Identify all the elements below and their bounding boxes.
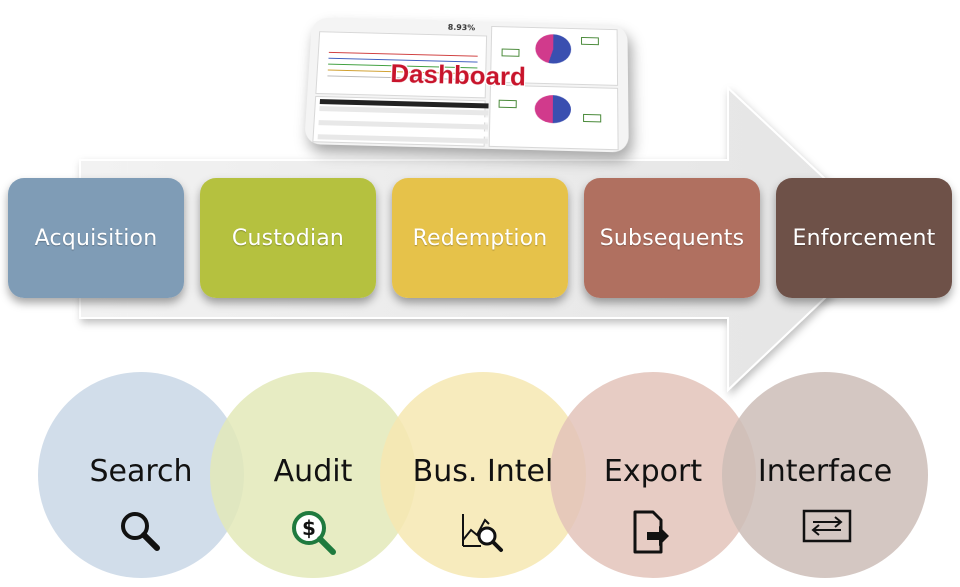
feature-circle-interface[interactable] bbox=[722, 372, 928, 578]
dashboard-table-pane bbox=[312, 95, 489, 147]
feature-label: Audit bbox=[273, 454, 353, 489]
feature-circle-export[interactable] bbox=[550, 372, 756, 578]
feature-label: Search bbox=[89, 454, 193, 489]
stage-label: Subsequents bbox=[599, 225, 745, 251]
svg-text:$: $ bbox=[302, 516, 316, 540]
feature-label: Interface bbox=[757, 454, 893, 489]
dashboard-percent: 8.93% bbox=[447, 22, 476, 33]
dollar-magnifier-icon: $ bbox=[289, 508, 339, 562]
dashboard-thumbnail: 8.93% Dashboard bbox=[304, 17, 629, 153]
interface-arrows-icon bbox=[801, 508, 853, 548]
feature-label: Bus. Intel bbox=[412, 454, 554, 489]
stage-label: Acquisition bbox=[34, 225, 158, 251]
chart-magnifier-icon bbox=[459, 508, 505, 558]
stage-subsequents[interactable]: Subsequents bbox=[584, 178, 760, 298]
feature-label: Export bbox=[603, 454, 703, 489]
document-export-icon bbox=[629, 508, 671, 560]
stage-enforcement[interactable]: Enforcement bbox=[776, 178, 952, 298]
dashboard-title: Dashboard bbox=[389, 58, 527, 92]
stage-acquisition[interactable]: Acquisition bbox=[8, 178, 184, 298]
stage-label: Redemption bbox=[412, 225, 548, 251]
dashboard-pie-pane-bottom bbox=[488, 84, 619, 151]
feature-circle-search[interactable] bbox=[38, 372, 244, 578]
magnifier-icon bbox=[117, 508, 163, 558]
stage-label: Custodian bbox=[231, 225, 345, 251]
stage-redemption[interactable]: Redemption bbox=[392, 178, 568, 298]
stage-label: Enforcement bbox=[792, 225, 936, 251]
stage-custodian[interactable]: Custodian bbox=[200, 178, 376, 298]
